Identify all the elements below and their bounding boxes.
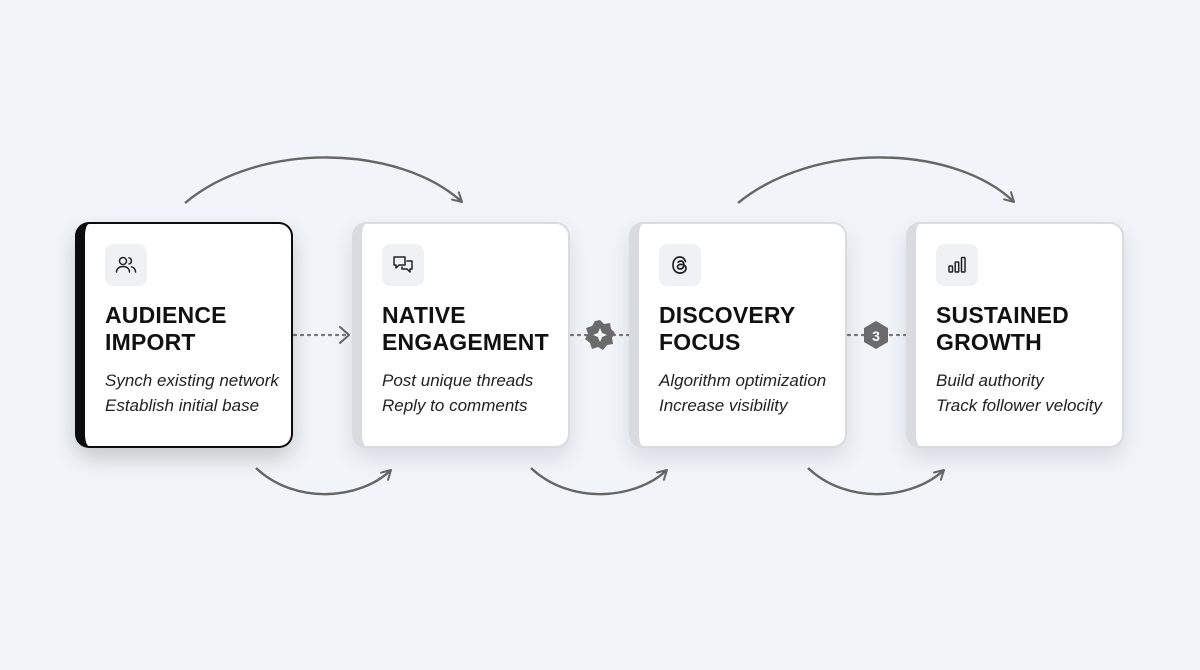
step-title: AUDIENCE IMPORT (105, 302, 227, 355)
step-detail-2: Establish initial base (105, 396, 260, 415)
bar-chart-icon (948, 256, 966, 273)
dotted-arrow-1-head (339, 326, 350, 344)
step-detail-1: Post unique threads (382, 371, 534, 390)
users-icon (115, 256, 137, 273)
step-card-sustained-growth[interactable]: SUSTAINED GROWTH Build authority Track f… (906, 222, 1124, 448)
step-card-discovery-focus[interactable]: DISCOVERY FOCUS Algorithm optimization I… (629, 222, 847, 448)
step-detail-2: Increase visibility (659, 396, 788, 415)
step-detail-2: Reply to comments (382, 396, 528, 415)
step-number-badge: 3 (872, 328, 880, 344)
icon-container (659, 244, 701, 286)
top-arc-arrow-2 (737, 156, 1015, 204)
step-card-native-engagement[interactable]: NATIVE ENGAGEMENT Post unique threads Re… (352, 222, 570, 448)
step-detail-1: Algorithm optimization (659, 371, 827, 390)
step-detail-1: Build authority (936, 371, 1044, 390)
threads-logo-icon (672, 256, 687, 274)
icon-container (105, 244, 147, 286)
bottom-arc-arrow-1 (255, 467, 392, 496)
step-detail-1: Synch existing network (105, 371, 279, 390)
step-title: DISCOVERY FOCUS (659, 302, 796, 355)
icon-container (382, 244, 424, 286)
step-card-audience-import[interactable]: AUDIENCE IMPORT Synch existing network E… (75, 222, 293, 448)
bottom-arc-arrow-3 (807, 467, 945, 496)
icon-container (936, 244, 978, 286)
top-arc-arrow-1 (184, 156, 463, 204)
step-detail-2: Track follower velocity (936, 396, 1102, 415)
number-badge-shape (864, 321, 888, 349)
chat-bubbles-icon (393, 256, 413, 273)
sparkle-badge-icon (585, 320, 615, 350)
step-title: NATIVE ENGAGEMENT (382, 302, 549, 355)
step-title: SUSTAINED GROWTH (936, 302, 1069, 355)
bottom-arc-arrow-2 (530, 467, 668, 496)
